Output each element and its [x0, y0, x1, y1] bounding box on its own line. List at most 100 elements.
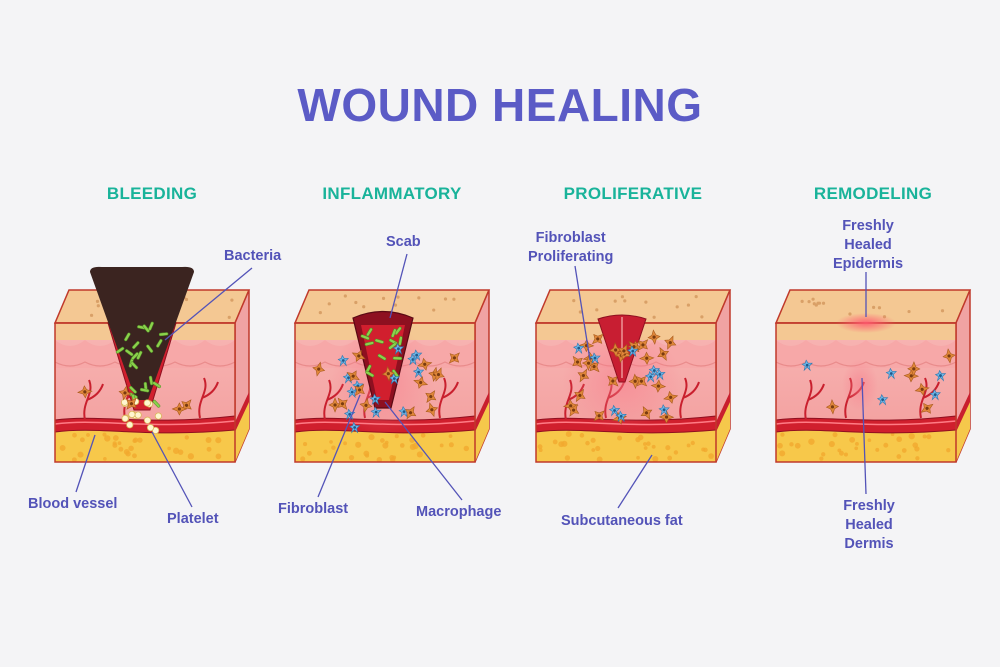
fibroblast-cell — [328, 397, 342, 413]
leader-fibroblast — [317, 394, 361, 498]
blood-clot-plug — [90, 266, 194, 400]
fat-cell — [779, 450, 786, 457]
skin-pore — [230, 298, 234, 302]
macrophage-cell — [589, 352, 601, 365]
macrophage-cell — [885, 367, 898, 380]
macrophage-cell — [929, 388, 941, 401]
fat-cell — [416, 451, 423, 458]
leader-macrophage — [384, 401, 463, 501]
fibroblast-cell — [574, 388, 586, 403]
fat-cell — [172, 447, 180, 454]
fat-cell — [777, 442, 783, 449]
fibroblast-cell — [404, 406, 417, 420]
fibroblast-cell — [77, 385, 93, 399]
fibroblast-cell — [351, 349, 366, 362]
bacterium — [124, 332, 131, 342]
healed-dermis-spot — [842, 359, 878, 411]
fat-cell — [819, 456, 824, 461]
macrophage-cell — [337, 354, 349, 367]
fat-cell — [184, 435, 189, 440]
side-vessel — [475, 392, 489, 432]
bacterium — [131, 352, 139, 360]
fat-cell — [302, 442, 308, 447]
fibroblast-cell — [432, 367, 445, 382]
skin-pore — [432, 308, 436, 312]
fat-cell — [855, 441, 859, 446]
fat-cell — [579, 433, 585, 438]
fat-cell — [946, 448, 951, 453]
fibroblast-cell — [907, 361, 921, 377]
leader-bacteria — [164, 267, 253, 341]
fat-cell — [102, 432, 107, 437]
bacterium — [129, 385, 137, 394]
macrophage-cell — [934, 369, 947, 382]
platelet — [121, 414, 129, 423]
fat-cell — [86, 433, 90, 437]
fat-cell — [908, 433, 915, 440]
macrophage-cell — [398, 405, 410, 418]
skin-block-proliferative — [534, 289, 732, 463]
fibroblast-cell — [581, 355, 596, 371]
callout-fibroblast: Fibroblast — [278, 501, 349, 517]
fat-cell — [561, 440, 568, 447]
fat-cell — [323, 449, 328, 454]
callout-fibroblast-proliferating-line1: Fibroblast — [535, 230, 606, 246]
skin-pore — [811, 297, 815, 301]
fat-cell — [652, 455, 659, 463]
fat-cell — [59, 445, 66, 451]
macrophage-cell — [876, 393, 889, 406]
skin-pore — [644, 300, 648, 304]
fibroblast-cell — [591, 333, 604, 345]
skin-pore — [95, 299, 100, 303]
platelet — [126, 421, 134, 429]
fibroblast-cell — [593, 410, 605, 422]
callout-platelet: Platelet — [167, 511, 219, 527]
side-fat — [235, 400, 249, 462]
fat-cell — [585, 440, 590, 446]
fat-cell — [463, 445, 470, 452]
skin-pore — [613, 299, 617, 303]
fat-cell — [635, 436, 641, 443]
fibroblast-cell — [572, 355, 583, 369]
fat-cell — [915, 456, 920, 461]
bacterium — [377, 353, 387, 361]
skin-pore — [381, 296, 386, 300]
skin-block-remodeling — [774, 289, 972, 463]
fibroblast-cell — [617, 343, 630, 358]
platelet — [146, 424, 155, 432]
fibroblast-cell — [425, 402, 439, 418]
fat-cell — [617, 435, 623, 441]
stage-label-bleeding: BLEEDING — [106, 184, 198, 203]
fibroblast-cell — [567, 403, 580, 417]
skin-pore — [443, 297, 448, 301]
bacterium — [391, 328, 397, 338]
leader-freshly-healed-dermis — [861, 377, 867, 495]
fat-cell — [206, 446, 212, 452]
fat-cell — [72, 432, 77, 438]
fat-cell — [123, 449, 130, 455]
fibroblast-cell — [663, 390, 679, 404]
fat-cell — [537, 444, 543, 450]
fat-cell — [867, 438, 872, 443]
skin-pore — [675, 305, 679, 309]
fat-cell — [71, 457, 77, 463]
fibroblast-cell — [903, 369, 920, 383]
bacterium — [374, 338, 384, 344]
macrophage-cell — [392, 343, 405, 355]
platelet — [128, 410, 136, 419]
skin-pore — [821, 301, 826, 305]
skin-block-inflammatory — [293, 289, 491, 463]
fat-cell — [832, 432, 838, 438]
fat-cell — [448, 434, 453, 439]
fat-cell — [636, 455, 640, 460]
bacterium — [388, 342, 397, 350]
leader-scab — [389, 253, 408, 319]
fat-cell — [364, 453, 370, 458]
skin-pore — [227, 315, 231, 319]
callout-dermis-line3: Dermis — [844, 536, 894, 552]
fat-cell — [643, 446, 648, 450]
fat-cell — [118, 446, 124, 452]
fat-cell — [590, 437, 596, 443]
macrophage-cell — [346, 386, 358, 399]
macrophage-cell — [658, 404, 670, 416]
